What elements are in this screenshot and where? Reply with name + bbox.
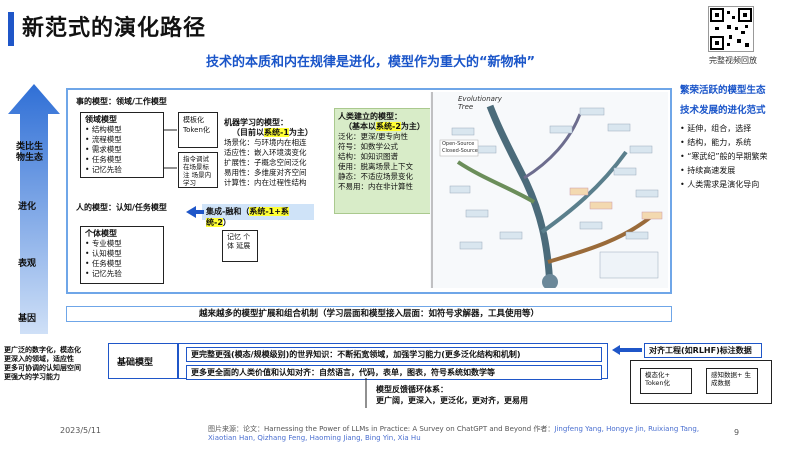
evolution-up-arrow	[8, 84, 60, 334]
evolutionary-tree-image	[430, 92, 668, 290]
tree-legend-closed: Closed-Source	[442, 148, 478, 154]
hb-line: 结构：如知识图谱	[338, 152, 398, 161]
domain-model-title: 领域模型	[85, 115, 117, 124]
list-item: • 认知模型	[85, 249, 122, 258]
list-item: • 专业模型	[85, 239, 122, 248]
ml-model-subtitle: （目前以系统-1为主）	[232, 128, 313, 137]
base-model-label: 基础模型	[117, 358, 154, 368]
sense-small-box: 感知数据+ 生成数据	[706, 368, 758, 394]
rlhf-arrow-icon	[612, 345, 642, 355]
token-small-box: 模态化+ Token化	[640, 368, 692, 394]
tree-title: Evolutionary Tree	[458, 95, 502, 111]
axis-label-ecology: 类比生物生态	[16, 142, 44, 163]
ml-line: 适应性：嵌入环境演变化	[224, 148, 307, 157]
rlhf-box: 对齐工程(如RLHF)标注数据	[644, 343, 762, 358]
axis-label-phenotype: 表观	[18, 259, 37, 269]
title-accent-bar	[8, 12, 14, 46]
right-panel: 繁荣活跃的模型生态 技术发展的进化范式 • 延伸，组合，选择 • 结构，能力，系…	[680, 84, 798, 192]
list-item: • 任务模型	[85, 155, 122, 164]
subtitle: 技术的本质和内在规律是进化，模型作为重大的“新物种”	[206, 55, 536, 70]
ml-line: 扩展性：子概念空间泛化	[224, 158, 307, 167]
list-item: • 记忆先验	[85, 165, 122, 174]
token-box: 模板化 Token化	[178, 112, 218, 148]
domain-model-box: 领域模型 • 结构模型 • 流程模型 • 需求模型 • 任务模型 • 记忆先验	[80, 112, 164, 178]
ml-line: 易用性：多维度对齐空间	[224, 168, 307, 177]
extension-mechanism-bar: 越来越多的模型扩展和组合机制（学习层面和模型接入层面：如符号求解器，工具使用等）	[66, 306, 672, 322]
hb-line: 泛化：更深/更专向性	[338, 132, 409, 141]
feedback-connector	[365, 378, 367, 408]
world-knowledge-line: 更完整更强(模态/规模级别)的世界知识：不断拓宽领域，加强学习能力(更多泛化结构…	[186, 347, 602, 362]
connector-arrows	[164, 129, 177, 169]
capability-line: 更广泛的数字化，模态化	[4, 346, 81, 354]
fusion-arrow-icon	[186, 206, 204, 218]
base-capabilities: 更广泛的数字化，模态化 更深入的领域，适应性 更多可协调的认知层空间 更强大的学…	[4, 346, 116, 382]
data-frame	[630, 360, 772, 404]
list-item: • 需求模型	[85, 145, 122, 154]
capability-line: 更深入的领域，适应性	[4, 355, 74, 363]
hb-line: 静态：不适应场景变化	[338, 172, 413, 181]
capability-line: 更多可协调的认知层空间	[4, 364, 81, 372]
ml-line: 计算性：内在过程性结构	[224, 178, 307, 187]
feedback-title: 模型反馈循环体系：	[376, 385, 448, 394]
human-built-model-block: 人类建立的模型： （基本以系统-2为主） 泛化：更深/更专向性 符号：如数学公式…	[334, 108, 432, 214]
human-built-subtitle: （基本以系统-2为主）	[344, 122, 425, 131]
human-model-title: 人的模型：认知/任务模型	[76, 203, 167, 212]
list-item: • 人类需求是演化导向	[680, 180, 760, 189]
footer-date: 2023/5/11	[60, 426, 102, 435]
individual-model-title: 个体模型	[85, 229, 117, 238]
capability-line: 更强大的学习能力	[4, 373, 60, 381]
list-item: • 结构，能力，系统	[680, 138, 752, 147]
list-item: • 流程模型	[85, 135, 122, 144]
ml-line: 场景化：与环境内在相连	[224, 138, 307, 147]
list-item: • “寒武纪”般的早期繁荣	[680, 152, 768, 161]
right-heading-1: 繁荣活跃的模型生态	[680, 85, 766, 96]
page-number: 9	[734, 428, 740, 437]
list-item: • 延伸，组合，选择	[680, 124, 752, 133]
fusion-label: 集成-融和（系统-1+系统-2）	[202, 204, 314, 227]
feedback-text: 更广阔，更深入，更泛化，更对齐，更易用	[376, 396, 528, 405]
feedback-loop: 模型反馈循环体系： 更广阔，更深入，更泛化，更对齐，更易用	[376, 384, 536, 406]
individual-model-box: 个体模型 • 专业模型 • 认知模型 • 任务模型 • 记忆先验	[80, 226, 164, 284]
authors-link[interactable]: Jingfeng Yang, Hongye Jin, Ruixiang Tang…	[208, 425, 700, 442]
page-title: 新范式的演化路径	[22, 16, 207, 41]
alignment-line: 更多更全面的人类价值和认知对齐：自然语言，代码，表单，图表，符号系统如数学等	[186, 365, 602, 380]
footer-reference: 图片来源：论文：Harnessing the Power of LLMs in …	[208, 425, 700, 442]
task-model-title: 事的模型：领域/工作模型	[76, 97, 167, 106]
list-item: • 结构模型	[85, 125, 122, 134]
tree-legend-open: Open-Source	[442, 141, 475, 147]
qr-code-icon[interactable]	[708, 6, 754, 52]
hb-line: 不易用：内在非计算性	[338, 182, 413, 191]
instruct-box: 指令调试 在场景标注 场景内学习	[178, 152, 218, 188]
ml-model-title: 机器学习的模型：	[224, 118, 288, 127]
list-item: • 记忆先验	[85, 269, 122, 278]
memory-box: 记忆 个体 延展	[222, 230, 258, 262]
human-built-title: 人类建立的模型：	[338, 112, 402, 121]
hb-line: 使用：脱离场景上下文	[338, 162, 413, 171]
list-item: • 持续高速发展	[680, 166, 736, 175]
hb-line: 符号：如数学公式	[338, 142, 398, 151]
list-item: • 任务模型	[85, 259, 122, 268]
right-heading-2: 技术发展的进化范式	[680, 105, 766, 116]
base-model-box: 基础模型	[108, 343, 178, 379]
axis-label-gene: 基因	[18, 314, 37, 324]
qr-caption: 完整视频回放	[709, 56, 757, 65]
axis-label-evolution: 进化	[18, 202, 37, 212]
ml-model-block: 机器学习的模型： （目前以系统-1为主） 场景化：与环境内在相连 适应性：嵌入环…	[224, 118, 328, 198]
